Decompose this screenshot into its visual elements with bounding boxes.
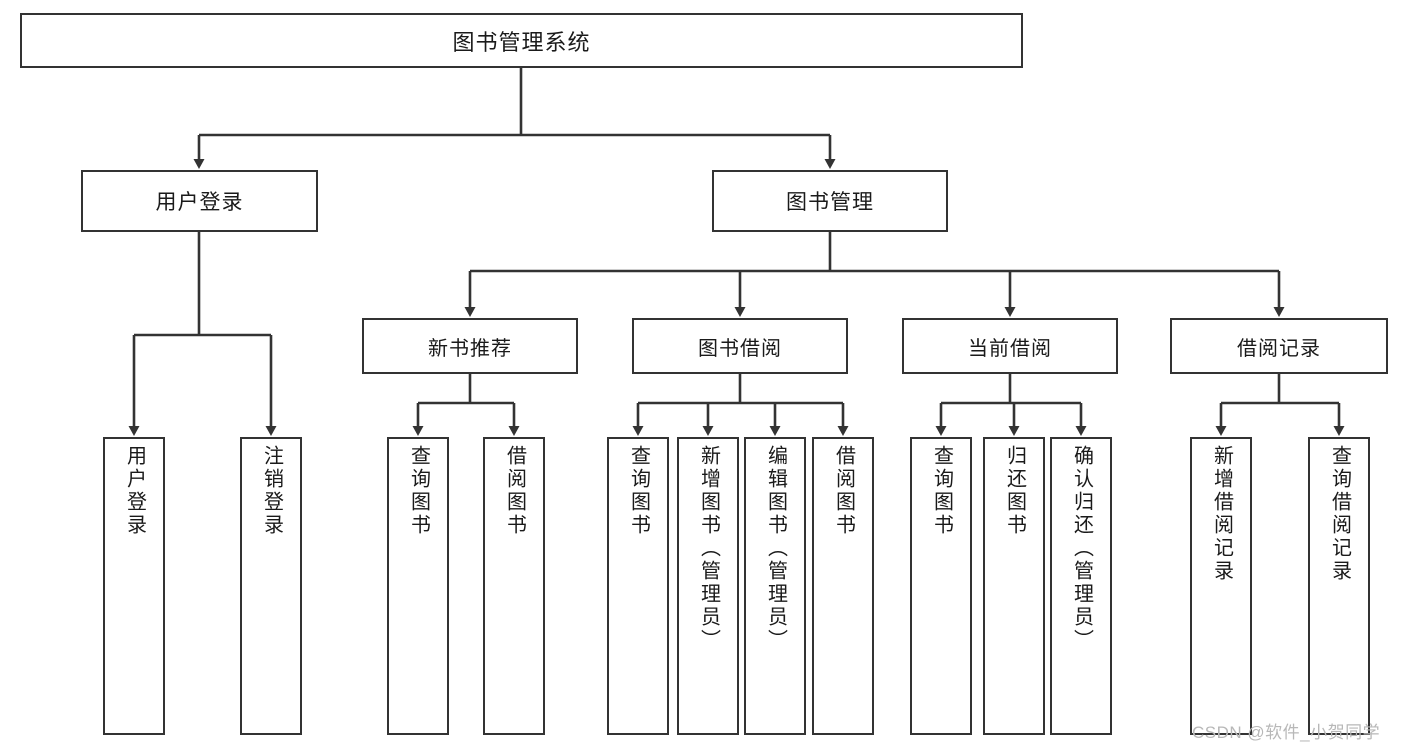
leaf-query-book-borrowing-label: 查询图书 <box>627 445 650 537</box>
watermark: CSDN @软件_小贺同学 <box>1192 723 1381 742</box>
leaf-add-book-admin[interactable]: 新增图书（管理员） <box>677 437 739 735</box>
leaf-user-login[interactable]: 用户登录 <box>103 437 165 735</box>
leaf-query-book-recommendation-label: 查询图书 <box>407 445 430 537</box>
leaf-borrow-book[interactable]: 借阅图书 <box>812 437 874 735</box>
node-root[interactable]: 图书管理系统 <box>20 13 1023 68</box>
leaf-return-book[interactable]: 归还图书 <box>983 437 1045 735</box>
leaf-query-book-current[interactable]: 查询图书 <box>910 437 972 735</box>
leaf-query-book-current-label: 查询图书 <box>930 445 953 537</box>
leaf-add-borrowing-record[interactable]: 新增借阅记录 <box>1190 437 1252 735</box>
leaf-confirm-return-admin-label: 确认归还（管理员） <box>1070 445 1093 652</box>
node-current-borrowing[interactable]: 当前借阅 <box>902 318 1118 374</box>
leaf-logout-label: 注销登录 <box>260 445 283 537</box>
node-current-borrowing-label: 当前借阅 <box>968 337 1052 360</box>
node-root-label: 图书管理系统 <box>452 29 591 55</box>
leaf-user-login-label: 用户登录 <box>123 445 146 537</box>
node-book-management-label: 图书管理 <box>786 191 874 214</box>
node-new-book-recommendation[interactable]: 新书推荐 <box>362 318 578 374</box>
leaf-edit-book-admin[interactable]: 编辑图书（管理员） <box>744 437 806 735</box>
leaf-add-book-admin-label: 新增图书（管理员） <box>697 445 720 652</box>
node-user-login[interactable]: 用户登录 <box>81 170 318 232</box>
leaf-query-borrowing-record-label: 查询借阅记录 <box>1328 445 1351 583</box>
leaf-return-book-label: 归还图书 <box>1003 445 1026 537</box>
node-book-borrowing[interactable]: 图书借阅 <box>632 318 848 374</box>
node-borrowing-records[interactable]: 借阅记录 <box>1170 318 1388 374</box>
node-new-book-recommendation-label: 新书推荐 <box>428 337 512 360</box>
leaf-query-book-borrowing[interactable]: 查询图书 <box>607 437 669 735</box>
leaf-add-borrowing-record-label: 新增借阅记录 <box>1210 445 1233 583</box>
leaf-confirm-return-admin[interactable]: 确认归还（管理员） <box>1050 437 1112 735</box>
leaf-edit-book-admin-label: 编辑图书（管理员） <box>764 445 787 652</box>
node-book-management[interactable]: 图书管理 <box>712 170 948 232</box>
leaf-borrow-book-label: 借阅图书 <box>832 445 855 537</box>
node-book-borrowing-label: 图书借阅 <box>698 337 782 360</box>
leaf-borrow-book-recommendation-label: 借阅图书 <box>503 445 526 537</box>
leaf-query-borrowing-record[interactable]: 查询借阅记录 <box>1308 437 1370 735</box>
node-user-login-label: 用户登录 <box>155 191 244 214</box>
leaf-query-book-recommendation[interactable]: 查询图书 <box>387 437 449 735</box>
leaf-logout[interactable]: 注销登录 <box>240 437 302 735</box>
leaf-borrow-book-recommendation[interactable]: 借阅图书 <box>483 437 545 735</box>
node-borrowing-records-label: 借阅记录 <box>1237 337 1321 360</box>
